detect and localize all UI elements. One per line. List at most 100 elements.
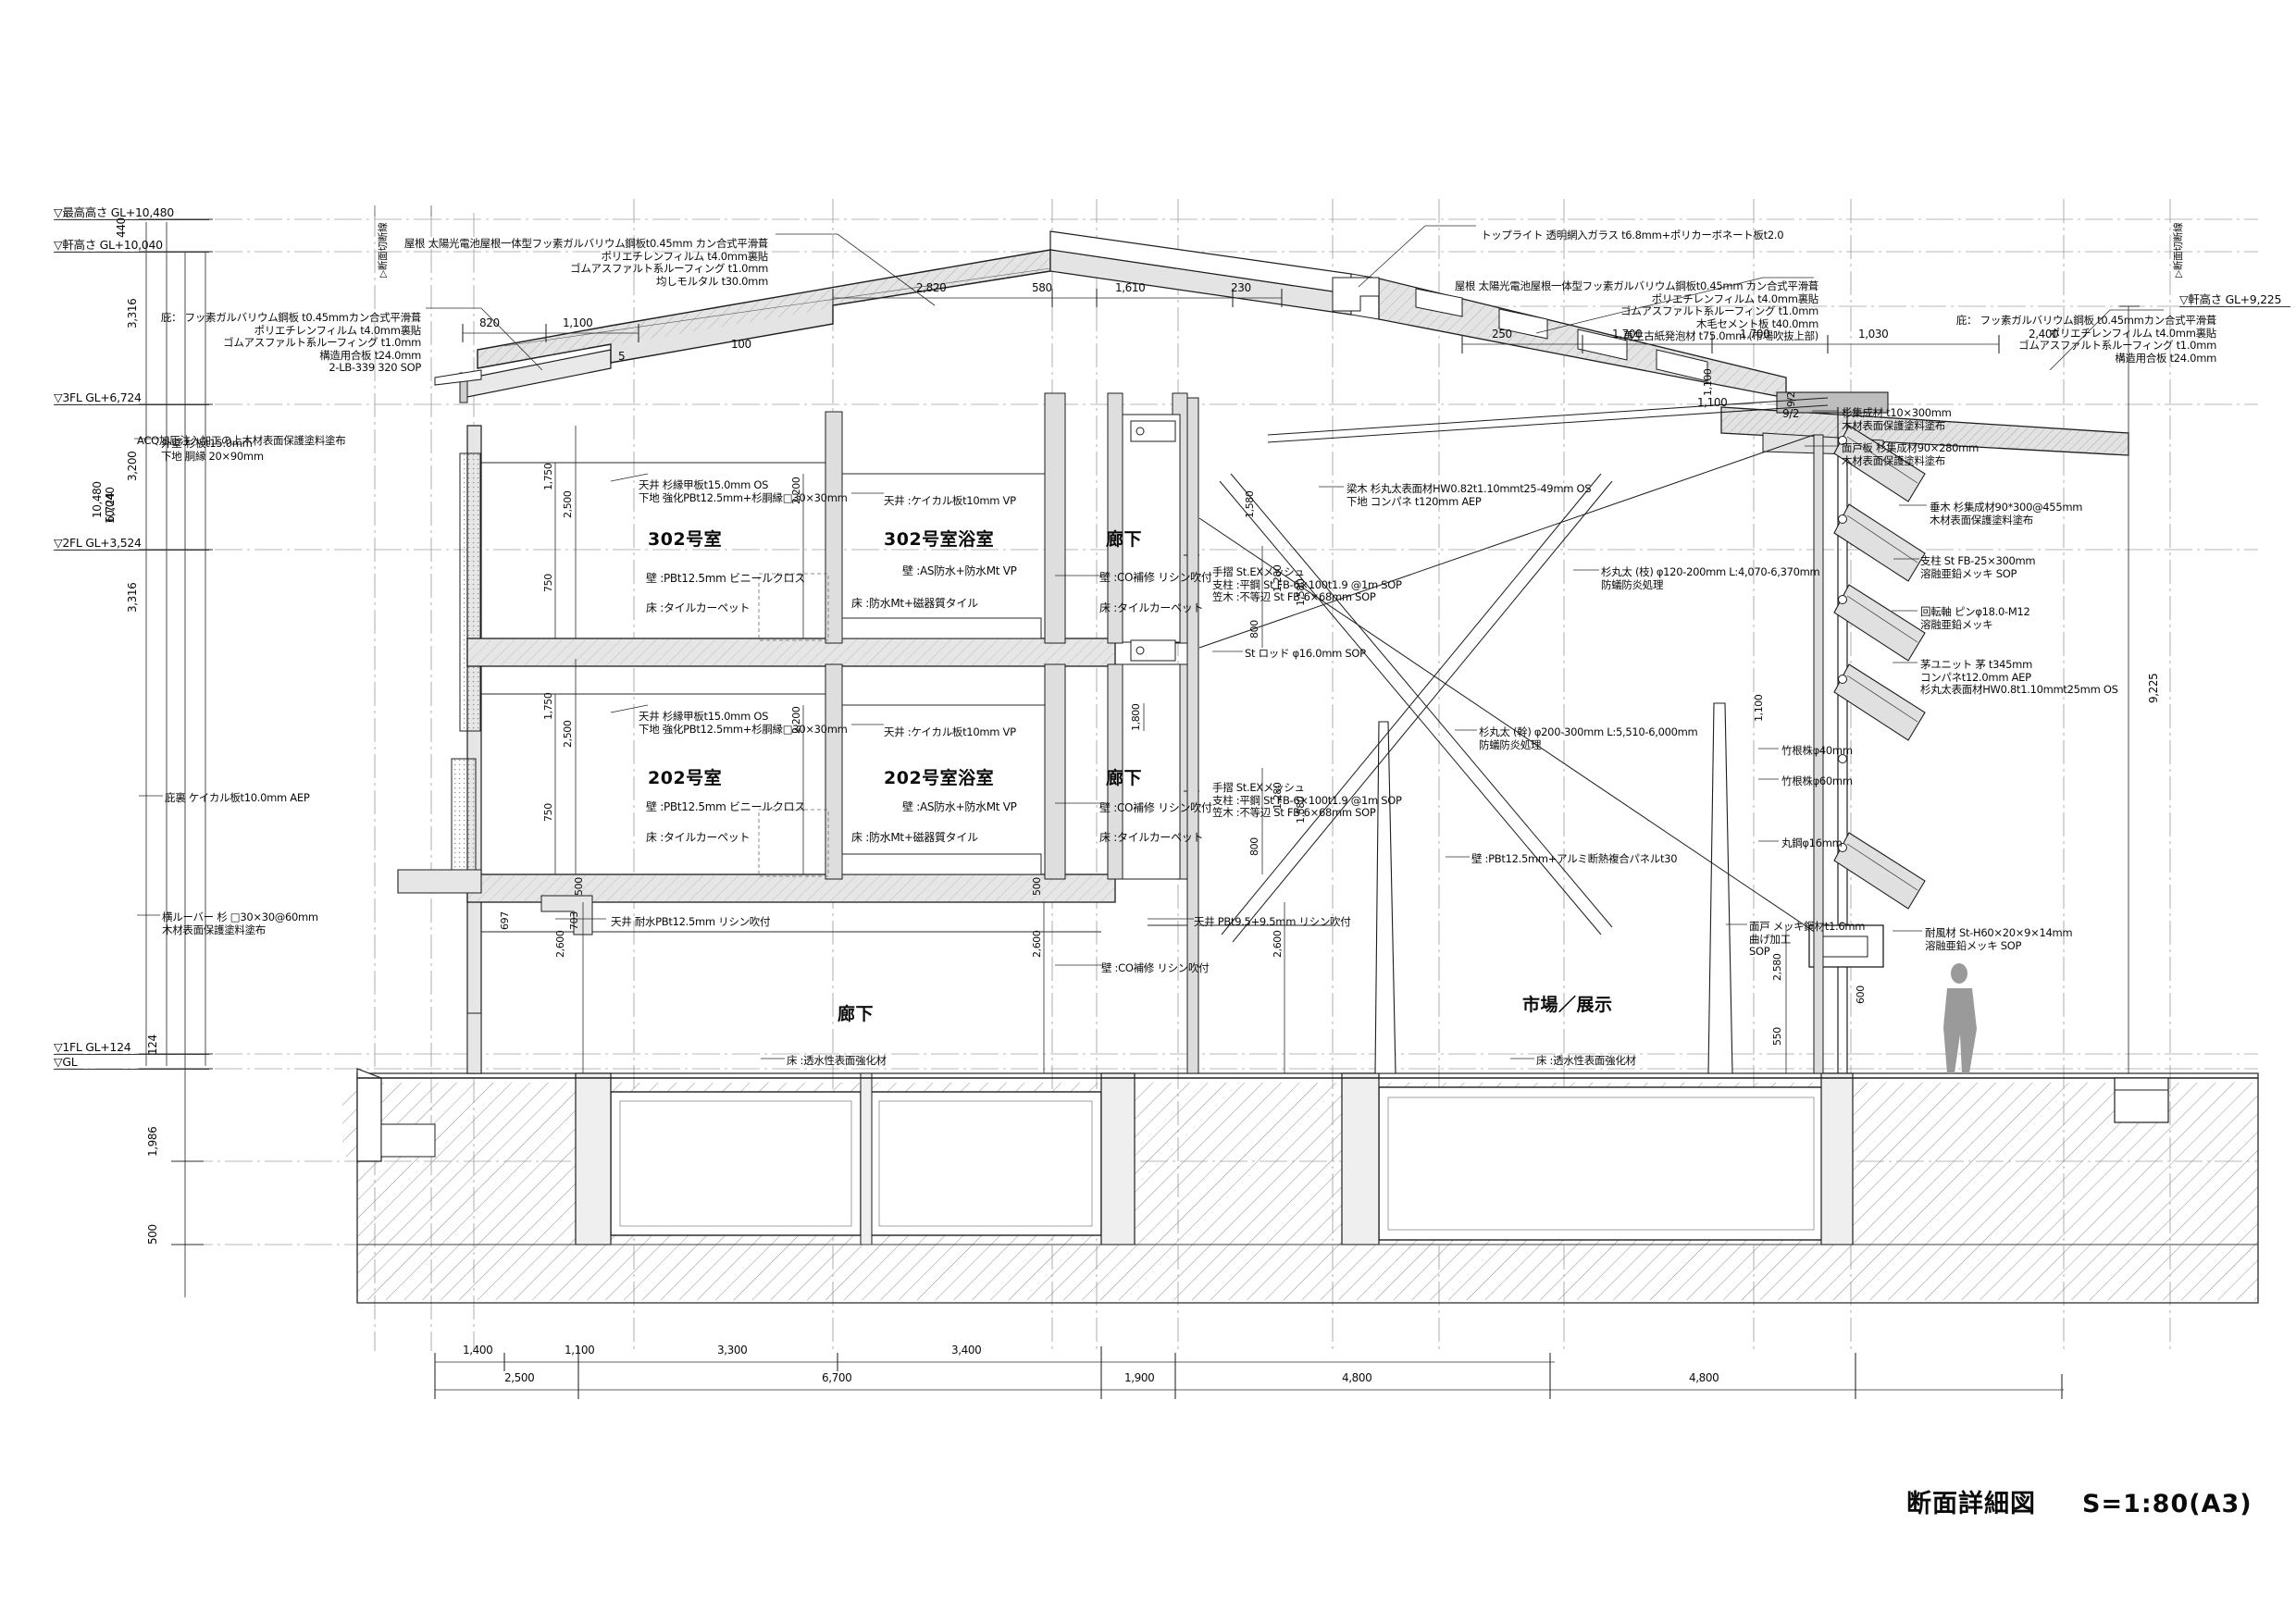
annotation-acq-treated-plywood: ACQ加圧注入加工の上木材表面保護塗料塗布 [137, 434, 346, 448]
annotation-line: 庇： フッ素ガルバリウム鋼板 t0.45mmカン合式平滑葺 [1955, 314, 2216, 327]
annotation-line: ACQ加圧注入加工の上木材表面保護塗料塗布 [137, 434, 346, 447]
annotation-line: 木材表面保護塗料塗布 [1842, 453, 1945, 467]
dim-bottom-lower-3: 4,800 [1342, 1371, 1372, 1384]
annotation-line: 構造用合板 t24.0mm [319, 348, 421, 362]
annotation-handrail-3f: 手摺 St.EXメッシュ支柱 :平鋼 St FB-6×100t1.9 @1m S… [1212, 565, 1402, 604]
annotation-line: 木材表面保護塗料塗布 [1842, 418, 1945, 432]
annotation-line: 面戸板 杉集成材90×280mm [1842, 441, 1979, 454]
dim-small-14: 697 [499, 911, 511, 930]
dim-bottom-upper-1: 1,100 [565, 1344, 595, 1357]
annotation-line: ポリエチレンフィルム t4.0mm裏貼 [601, 249, 769, 263]
dim-small-12: 2,600 [1031, 930, 1043, 959]
room-label-corridor-1f: 廊下 [838, 1004, 875, 1024]
dim-bottom-lower-4: 4,800 [1689, 1371, 1719, 1384]
dim-vertical-1: 3,316 [126, 298, 139, 328]
dim-top-left-1: 1,100 [563, 316, 593, 329]
annotation-line: 木材表面保護塗料塗布 [162, 923, 266, 936]
annotation-line: ゴムアスファルト系ルーフィング t1.0mm [570, 262, 768, 276]
sheet-scale: S=1:80(A3) [2082, 1490, 2253, 1518]
level-marker-right-eave: ▽軒高さ GL+9,225 [2179, 292, 2282, 306]
dim-right-top-2: 1,700 [1740, 328, 1770, 341]
annotation-line: 下地 強化PBt12.5mm+杉胴縁□30×30mm [639, 722, 848, 736]
dim-top-2: 1,610 [1115, 281, 1146, 294]
dim-vertical-5: 6,724 [104, 492, 117, 523]
dim-vertical-7: 124 [146, 1035, 159, 1055]
dim-small-23: 2,580 [1771, 953, 1783, 982]
annotation-floor-permeable-right: 床 :透水性表面強化材 [1536, 1054, 1636, 1068]
annotation-line: 竹根株φ60mm [1781, 774, 1853, 787]
annotation-line: 天井 PBt9.5+9.5mm リシン吹付 [1194, 915, 1351, 928]
annotation-line: 杉丸太 (枝) φ120-200mm L:4,070-6,370mm [1601, 565, 1820, 578]
level-marker-gl: ▽GL [54, 1055, 78, 1069]
annotation-line: 床 :透水性表面強化材 [787, 1054, 887, 1067]
dim-top-left-0: 820 [479, 316, 500, 329]
dim-small-4: 1,750 [542, 692, 554, 721]
level-marker-max-height: ▽最高高さ GL+10,480 [54, 205, 174, 219]
room-spec-corridor-2f-1: 床 :タイルカーペット [1099, 831, 1204, 844]
annotation-line: ゴムアスファルト系ルーフィング t1.0mm [1620, 304, 1818, 318]
annotation-line: 下地 コンパネ t120mm AEP [1347, 494, 1482, 508]
annotation-line: 壁 :PBt12.5mm+アルミ断熱複合パネルt30 [1471, 852, 1678, 865]
room-spec-room-202-0: 壁 :PBt12.5mm ビニールクロス [646, 800, 805, 813]
thatch-louver-panels [1833, 425, 1926, 932]
annotation-line: 手摺 St.EXメッシュ [1212, 565, 1305, 578]
annotation-line: コンパネt12.0mm AEP [1920, 670, 2031, 684]
room-spec-room-202-1: 床 :タイルカーペット [646, 831, 751, 844]
dim-right-top-0: 250 [1492, 328, 1512, 341]
annotation-ceiling-2f-corridor: 天井 PBt9.5+9.5mm リシン吹付 [1194, 915, 1351, 929]
annotation-roof-spec-right: 屋根 太陽光電池屋根一体型フッ素ガルバリウム鋼板t0.45mm カン合式平滑葺ポ… [1455, 279, 1818, 343]
sheet-title: 断面詳細図 [1906, 1490, 2036, 1518]
dim-right-top-4: 2,400 [2029, 328, 2059, 341]
annotation-line: 下地 胴縁 20×90mm [161, 449, 264, 463]
dim-right-top-1: 1,700 [1612, 328, 1643, 341]
annotation-line: トップライト 透明網入ガラス t6.8mm+ポリカーボネート板t2.0 [1481, 229, 1784, 242]
level-line-right-eave [2179, 306, 2290, 307]
annotation-line: 杉丸太表面材HW0.8t1.10mmt25mm OS [1920, 683, 2118, 697]
annotation-line: SOP [1749, 945, 1770, 959]
room-spec-corridor-3f-1: 床 :タイルカーペット [1099, 601, 1204, 614]
dim-small-25: 1,100 [1702, 368, 1714, 397]
dim-bottom-upper-2: 3,300 [717, 1344, 748, 1357]
dim-small-19: 1,280 [1272, 782, 1284, 811]
annotation-line: 回転軸 ピンφ18.0-M12 [1920, 605, 2030, 618]
dim-vertical-0: 440 [115, 217, 128, 238]
annotation-line: 再生古紙発泡材 t75.0mm (市場吹抜上部) [1622, 329, 1818, 343]
annotation-line: 屋根 太陽光電池屋根一体型フッ素ガルバリウム鋼板t0.45mm カン合式平滑葺 [403, 237, 768, 250]
annotation-line: 均しモルタル t30.0mm [656, 274, 768, 288]
annotation-line: 防蟻防炎処理 [1601, 577, 1664, 591]
leader-lines [134, 225, 2164, 1059]
annotation-line: 床 :透水性表面強化材 [1536, 1054, 1636, 1067]
annotation-line: ポリエチレンフィルム t4.0mm裏貼 [2049, 326, 2217, 340]
level-line-3fl [54, 404, 209, 405]
annotation-steel-rod-16: 丸鋼φ16mm [1781, 836, 1843, 850]
annotation-line: 杉集成材 t10×300mm [1842, 406, 1952, 419]
annotation-handrail-2f: 手摺 St.EXメッシュ支柱 :平鋼 St FB-6×100t1.9 @1m S… [1212, 781, 1402, 820]
dim-vertical-4: 3,200 [126, 451, 139, 481]
annotation-wall-alc-panel: 壁 :PBt12.5mm+アルミ断熱複合パネルt30 [1471, 852, 1678, 866]
section-mark-right: ▷断面切断線 [2173, 222, 2184, 278]
annotation-line: 下地 強化PBt12.5mm+杉胴縁□30×30mm [639, 490, 848, 504]
annotation-line: 竹根株φ40mm [1781, 744, 1853, 757]
annotation-ceiling-302-bath: 天井 :ケイカル板t10mm VP [884, 494, 1016, 508]
level-marker-3fl: ▽3FL GL+6,724 [54, 390, 142, 404]
level-marker-2fl: ▽2FL GL+3,524 [54, 536, 142, 550]
level-line-gl [54, 1069, 209, 1070]
annotation-line: 耐風材 St-H60×20×9×14mm [1925, 926, 2073, 939]
annotation-line: 笠木 :不等辺 St FB-6×68mm SOP [1212, 806, 1376, 820]
dim-roof-edge-1: 100 [731, 338, 751, 351]
annotation-line: 曲げ加工 [1749, 932, 1791, 946]
level-line-max-height [54, 219, 209, 220]
ground-mass [342, 1068, 2259, 1304]
annotation-line: 天井 :ケイカル板t10mm VP [884, 725, 1016, 738]
section-mark-left: ▷断面切断線 [378, 222, 389, 278]
annotation-line: 杉丸太 (幹) φ200-300mm L:5,510-6,000mm [1479, 725, 1698, 738]
